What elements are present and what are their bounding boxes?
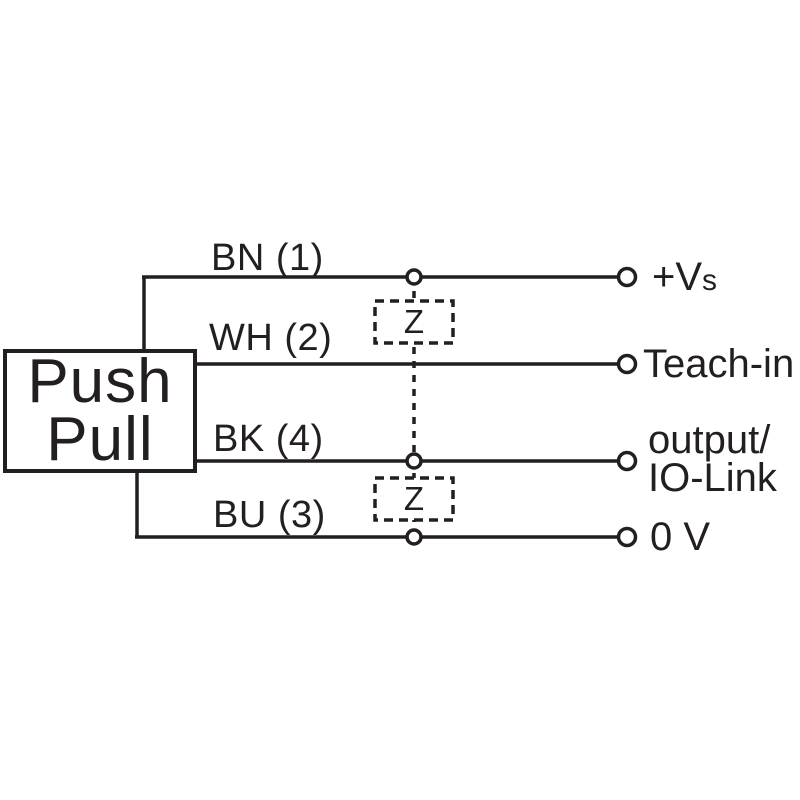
terminal-label-output-line1: output/ [648, 418, 771, 462]
terminal-circle-output [616, 450, 638, 472]
terminal-circle-vs [616, 266, 638, 288]
suppressor-symbol-1: Z [403, 303, 425, 340]
terminal-label-0v: 0 V [650, 515, 711, 559]
suppressor-symbol-2: Z [403, 480, 425, 517]
terminal-label-vs-main: +V [652, 255, 703, 299]
junction-circle-bk [405, 452, 423, 470]
push-pull-label-line2: Pull [46, 405, 154, 474]
wire-label-wh: WH (2) [209, 317, 333, 359]
terminal-label-vs: +Vs [652, 255, 717, 303]
suppressor-box-1 [373, 299, 455, 345]
terminal-label-output-io-link: output/ IO-Link [648, 418, 777, 500]
push-pull-label: Push Pull [3, 349, 197, 473]
terminal-label-teach-in: Teach-in [643, 342, 795, 386]
push-pull-label-line1: Push [27, 347, 173, 416]
terminal-label-output-line2: IO-Link [648, 456, 777, 500]
wire-label-bk: BK (4) [213, 418, 324, 460]
terminal-label-vs-subscript: s [702, 264, 718, 297]
wire-label-bu: BU (3) [213, 494, 326, 536]
suppressor-box-2 [373, 476, 455, 522]
terminal-circle-teach-in [616, 353, 638, 375]
junction-circle-bu [405, 528, 423, 546]
terminal-circle-0v [616, 526, 638, 548]
junction-circle-bn [405, 268, 423, 286]
push-pull-box [3, 349, 197, 473]
wire-label-bn: BN (1) [211, 237, 324, 279]
